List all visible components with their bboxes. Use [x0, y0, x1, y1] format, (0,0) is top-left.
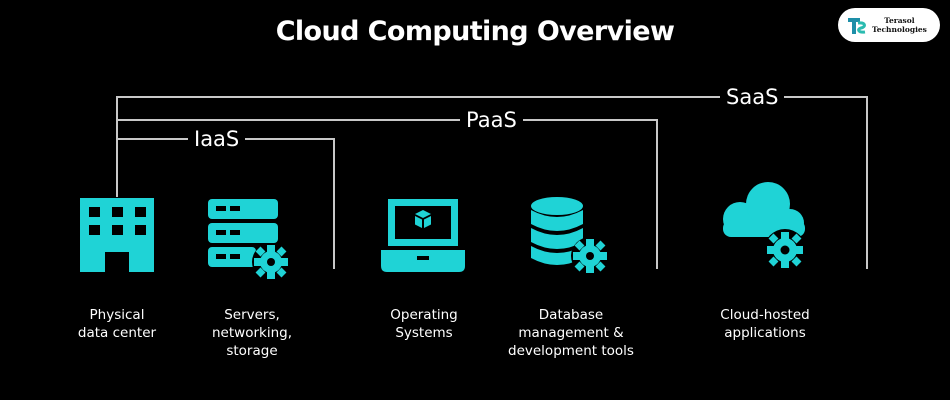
tier-label-iaas: IaaS — [188, 127, 246, 151]
logo-mark-icon — [848, 18, 866, 34]
server-gear-icon — [208, 199, 290, 281]
caption-cloud-applications: Cloud-hosted applications — [720, 307, 810, 341]
logo-text: Terasol Technologies — [872, 16, 927, 34]
caption-servers: Servers, networking, storage — [212, 307, 292, 359]
paas-bracket — [117, 119, 658, 269]
tier-label-paas: PaaS — [460, 108, 523, 132]
logo-line-2: Technologies — [872, 25, 927, 34]
database-gear-icon — [531, 197, 609, 275]
caption-physical-data-center: Physical data center — [77, 307, 157, 341]
laptop-cube-icon — [381, 199, 465, 272]
saas-bracket — [116, 96, 868, 269]
logo-line-1: Terasol — [884, 16, 915, 25]
building-icon — [80, 198, 154, 272]
cloud-gear-icon — [723, 182, 806, 271]
tier-label-saas: SaaS — [720, 85, 785, 109]
caption-database-tools: Database management & development tools — [508, 307, 634, 359]
caption-operating-systems: Operating Systems — [390, 307, 458, 341]
page-title: Cloud Computing Overview — [275, 16, 675, 47]
company-logo[interactable]: Terasol Technologies — [838, 8, 940, 42]
